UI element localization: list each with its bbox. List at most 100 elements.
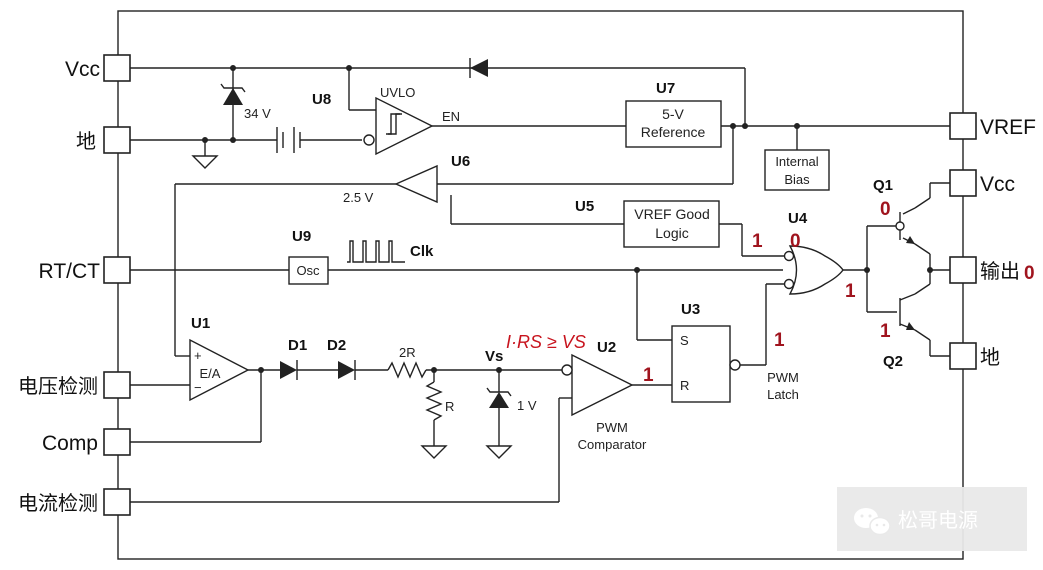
latch-s-label: S <box>680 333 689 348</box>
clock-waveform-icon <box>347 240 405 263</box>
transistor-q2-icon <box>899 293 916 331</box>
junctions <box>202 65 933 373</box>
label-r: R <box>445 399 454 414</box>
chip-outline <box>117 10 964 560</box>
label-u7: U7 <box>656 80 675 97</box>
logic-output: 0 <box>1024 263 1035 284</box>
pin-label-vcc: Vcc <box>65 58 100 81</box>
label-u3: U3 <box>681 301 700 318</box>
label-ea: E/A <box>200 366 221 381</box>
zener-34v-icon <box>220 83 246 105</box>
bias-line2: Bias <box>784 172 810 187</box>
vref-good-line1: VREF Good <box>634 206 709 222</box>
ref-line2: Reference <box>641 124 706 140</box>
pwm-comp-line2: Comparator <box>578 437 647 452</box>
label-u2: U2 <box>597 339 616 356</box>
label-osc: Osc <box>296 263 320 278</box>
resistor-2r-icon <box>387 361 427 379</box>
label-vs: Vs <box>485 348 503 365</box>
vcc-diode-icon <box>469 58 488 78</box>
pin-comp <box>103 428 131 456</box>
label-u1: U1 <box>191 315 210 332</box>
logic-u4-in-top: 1 <box>752 231 763 252</box>
battery-icon <box>276 127 301 153</box>
logic-u2-out: 1 <box>643 365 654 386</box>
ref-line1: 5-V <box>662 106 684 122</box>
resistor-r-icon <box>425 381 443 421</box>
label-u4: U4 <box>788 210 808 227</box>
internal-bias-box <box>764 149 830 191</box>
pin-output <box>949 256 977 284</box>
pin-out-gnd <box>949 342 977 370</box>
label-d1: D1 <box>288 337 307 354</box>
pwm-latch-line2: Latch <box>767 387 799 402</box>
pin-isense <box>103 488 131 516</box>
or-gate-u4 <box>783 245 844 295</box>
logic-u4-out: 1 <box>845 281 856 302</box>
pin-out-vcc <box>949 169 977 197</box>
uvlo-comparator <box>363 96 434 156</box>
pin-label-out-gnd: 地 <box>980 345 1000 369</box>
zener-1v-icon <box>486 387 512 408</box>
diode-d2-icon <box>338 360 356 380</box>
pwm-comp-line1: PWM <box>596 420 628 435</box>
wires <box>130 67 950 503</box>
pin-label-vref: VREF <box>980 116 1036 139</box>
bias-line1: Internal <box>775 154 818 169</box>
pin-vref <box>949 112 977 140</box>
pwm-latch-line1: PWM <box>767 370 799 385</box>
pin-label-gnd: 地 <box>76 129 96 153</box>
ground-icon <box>485 445 513 459</box>
label-uvlo: UVLO <box>380 85 415 100</box>
logic-q1-base: 0 <box>880 199 891 220</box>
label-q1: Q1 <box>873 177 893 194</box>
label-q2: Q2 <box>883 353 903 370</box>
pin-label-output: 输出 <box>980 259 1020 283</box>
label-u9: U9 <box>292 228 311 245</box>
reference-box <box>625 100 722 148</box>
label-ea-minus: − <box>194 380 202 395</box>
sr-latch-box <box>671 325 731 403</box>
vref-good-box <box>623 200 720 248</box>
label-2r: 2R <box>399 345 416 360</box>
label-1v: 1 V <box>517 398 537 413</box>
error-amp-u1 <box>189 338 250 402</box>
pwm-comparator-u2 <box>561 353 634 417</box>
logic-u4-in-mid: 0 <box>790 231 801 252</box>
ground-icon <box>191 155 219 169</box>
watermark: 松哥电源 <box>837 487 1027 551</box>
pin-label-comp: Comp <box>42 432 98 455</box>
oscillator-box <box>288 256 329 285</box>
label-u5: U5 <box>575 198 594 215</box>
wechat-icon <box>854 508 891 536</box>
pin-label-rtct: RT/CT <box>39 260 101 283</box>
logic-q2-base: 1 <box>880 321 891 342</box>
latch-output-bubble <box>729 359 741 371</box>
label-ea-plus: + <box>194 348 202 363</box>
pins <box>103 54 977 516</box>
pin-rtct <box>103 256 131 284</box>
diode-d1-icon <box>280 360 298 380</box>
label-u6: U6 <box>451 153 470 170</box>
buffer-u6 <box>394 164 438 204</box>
pin-vcc <box>103 54 131 82</box>
pin-label-out-vcc: Vcc <box>980 173 1015 196</box>
pin-vfb <box>103 371 131 399</box>
label-clk: Clk <box>410 243 434 260</box>
ground-icon <box>420 445 448 459</box>
pin-label-isense: 电流检测 <box>18 491 98 515</box>
label-2-5v: 2.5 V <box>343 190 374 205</box>
equation-label: I·RS ≥ VS <box>506 332 586 352</box>
label-34v: 34 V <box>244 106 271 121</box>
pin-label-vfb: 电压检测 <box>18 374 98 398</box>
latch-r-label: R <box>680 378 689 393</box>
vref-good-line2: Logic <box>655 225 688 241</box>
label-u8: U8 <box>312 91 331 108</box>
logic-latch-out: 1 <box>774 330 785 351</box>
pin-gnd <box>103 126 131 154</box>
label-en: EN <box>442 109 460 124</box>
transistor-q1-icon <box>895 207 916 245</box>
watermark-text: 松哥电源 <box>898 508 978 532</box>
